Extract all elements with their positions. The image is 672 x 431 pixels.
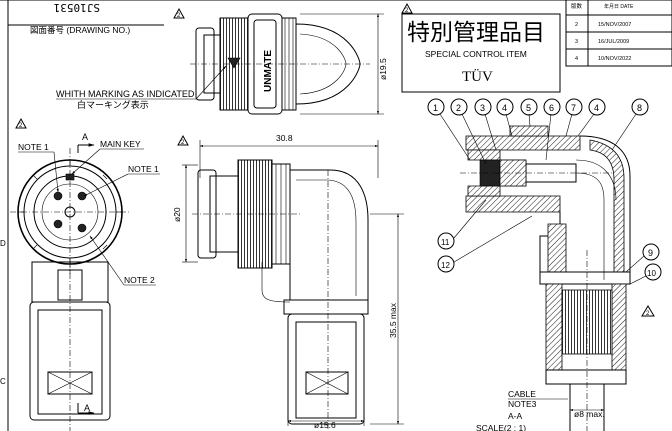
balloon: 4	[496, 98, 514, 137]
balloon-number: 5	[526, 103, 531, 113]
border-letter-d: D	[0, 239, 6, 248]
balloon: 12	[437, 215, 533, 273]
special-control-item-box: 特別管理品目 SPECIAL CONTROL ITEM TÜV 2	[401, 2, 561, 93]
rev-row-rev: 4	[575, 56, 578, 62]
scale-label: SCALE(2 : 1)	[476, 423, 526, 431]
border-letter-c: C	[0, 377, 6, 386]
revision-triangle-label: 2	[177, 13, 181, 19]
balloon-number: 12	[441, 261, 450, 270]
rev-row-rev: 3	[575, 39, 578, 45]
balloon: 11	[437, 199, 487, 250]
balloon: 7	[565, 98, 583, 137]
cable-label: CABLE	[508, 389, 536, 399]
rev-row-date: 16/JUL/2009	[598, 39, 629, 45]
marking-arrow-icon	[227, 57, 241, 69]
marking-note-en: WHITH MARKING AS INDICATED	[56, 89, 195, 99]
note3-label: NOTE3	[508, 399, 537, 409]
balloon: 3	[474, 98, 497, 151]
rev-row-rev: 2	[575, 22, 578, 28]
brand-text: UNMATE	[263, 50, 274, 92]
main-key-label: MAIN KEY	[100, 139, 141, 149]
revision-triangle-top: 2	[173, 7, 185, 19]
balloon-number: 11	[441, 238, 450, 247]
front-note-2: NOTE 2	[124, 275, 155, 285]
top-view: UNMATE ø19.5	[190, 13, 388, 115]
section-mark-a-bottom: A	[84, 403, 90, 413]
dim-cable-dia: ø8 max.	[574, 409, 605, 419]
contact-pin	[53, 191, 63, 201]
revision-triangle-label: 2	[181, 140, 185, 146]
balloon: 2	[450, 98, 487, 165]
balloon: 10	[629, 263, 662, 285]
section-mark-a-top: A	[82, 132, 88, 142]
balloon-number: 6	[549, 103, 554, 113]
contact-pin	[77, 191, 87, 201]
balloon: 8	[611, 98, 649, 151]
revision-table: 版数 年月日 DATE 2 15/NOV/2007 3 16/JUL/2009 …	[565, 0, 672, 67]
front-note-1b: NOTE 1	[128, 164, 159, 174]
special-item-cert: TÜV	[462, 68, 493, 85]
special-item-jp: 特別管理品目	[407, 19, 545, 45]
dim-dia-top: ø19.5	[378, 58, 388, 80]
balloon-number: 8	[637, 103, 642, 113]
dim-height: 35.5 max	[388, 302, 398, 338]
marking-note: WHITH MARKING AS INDICATED 白マーキング表示	[56, 65, 227, 110]
balloon-number: 9	[648, 248, 653, 258]
balloon-number: 10	[647, 269, 656, 278]
revision-triangle-label: 2	[405, 8, 409, 14]
balloon-number: 1	[433, 103, 438, 113]
balloon-number: 4	[502, 103, 507, 113]
balloon-number: 3	[480, 103, 485, 113]
balloon: 4	[577, 98, 606, 137]
drawing-number: SJ10531	[54, 1, 100, 14]
front-view: 2 A	[10, 117, 160, 431]
drawing-number-label: 図面番号 (DRAWING NO.)	[30, 25, 130, 35]
balloon-number: 7	[571, 103, 576, 113]
dim-length: 30.8	[276, 133, 293, 143]
rev-row-date: 15/NOV/2007	[598, 22, 631, 28]
revision-triangle-label: 2	[19, 123, 23, 129]
contact-pin	[53, 219, 63, 229]
rev-row-date: 10/NOV/2022	[598, 56, 631, 62]
marking-note-jp: 白マーキング表示	[77, 99, 149, 110]
special-item-en: SPECIAL CONTROL ITEM	[425, 49, 527, 59]
dim-dia-body: ø20	[172, 207, 182, 222]
balloon-number: 2	[456, 103, 461, 113]
balloon: 5	[520, 98, 538, 127]
balloon: 9	[625, 243, 660, 273]
section-label: A-A	[508, 411, 523, 421]
section-view: ø8 max. CABLE NOTE3 A-A SCALE(2 : 1) 2	[460, 125, 655, 431]
side-view: 2 30.8 ø20 35.5 ma	[172, 133, 404, 431]
balloon-number: 4	[594, 103, 599, 113]
revision-triangle-label: 2	[646, 311, 650, 317]
balloon: 6	[543, 98, 561, 161]
rev-header-rev: 版数	[571, 2, 583, 10]
balloon: 1	[427, 98, 471, 161]
drawing-number-block: SJ10531 図面番号 (DRAWING NO.)	[8, 1, 164, 35]
dim-dia-bottom: ø15.6	[314, 420, 336, 430]
balloons: 1 2 3 4 5 6 7 4 8 9 10 11 12	[427, 98, 662, 285]
contact-pin	[77, 223, 87, 233]
rev-header-date: 年月日 DATE	[604, 3, 634, 10]
front-note-1: NOTE 1	[18, 142, 49, 152]
